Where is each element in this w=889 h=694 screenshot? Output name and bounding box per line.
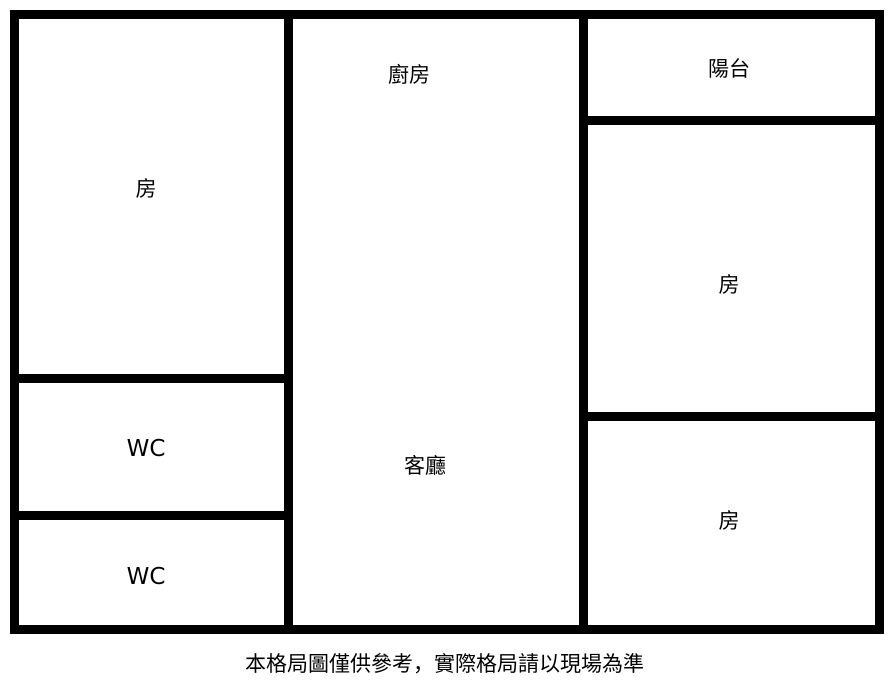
room-label-right-bedroom-lower: 房: [718, 509, 740, 533]
outer-wall-bottom: [10, 625, 884, 634]
room-label-balcony: 陽台: [708, 57, 750, 81]
room-label-right-bedroom-upper: 房: [718, 273, 740, 297]
room-label-wc-upper: WC: [126, 436, 166, 462]
outer-wall-right: [875, 10, 884, 634]
room-label-kitchen: 廚房: [388, 63, 430, 87]
interior-wall-balcony-bedroom: [579, 116, 884, 125]
interior-wall-bedroom-wc: [10, 374, 293, 383]
room-label-wc-lower: WC: [126, 564, 166, 590]
disclaimer-text: 本格局圖僅供參考，實際格局請以現場為準: [245, 652, 644, 676]
interior-wall-left-vertical: [284, 10, 293, 634]
outer-wall-top: [10, 10, 884, 19]
room-label-living-room: 客廳: [404, 454, 446, 478]
outer-wall-left: [10, 10, 19, 634]
interior-wall-wc-wc: [10, 511, 293, 520]
room-label-left-bedroom: 房: [135, 177, 157, 201]
interior-wall-bedroom-bedroom: [579, 412, 884, 421]
interior-wall-right-vertical: [579, 10, 588, 634]
